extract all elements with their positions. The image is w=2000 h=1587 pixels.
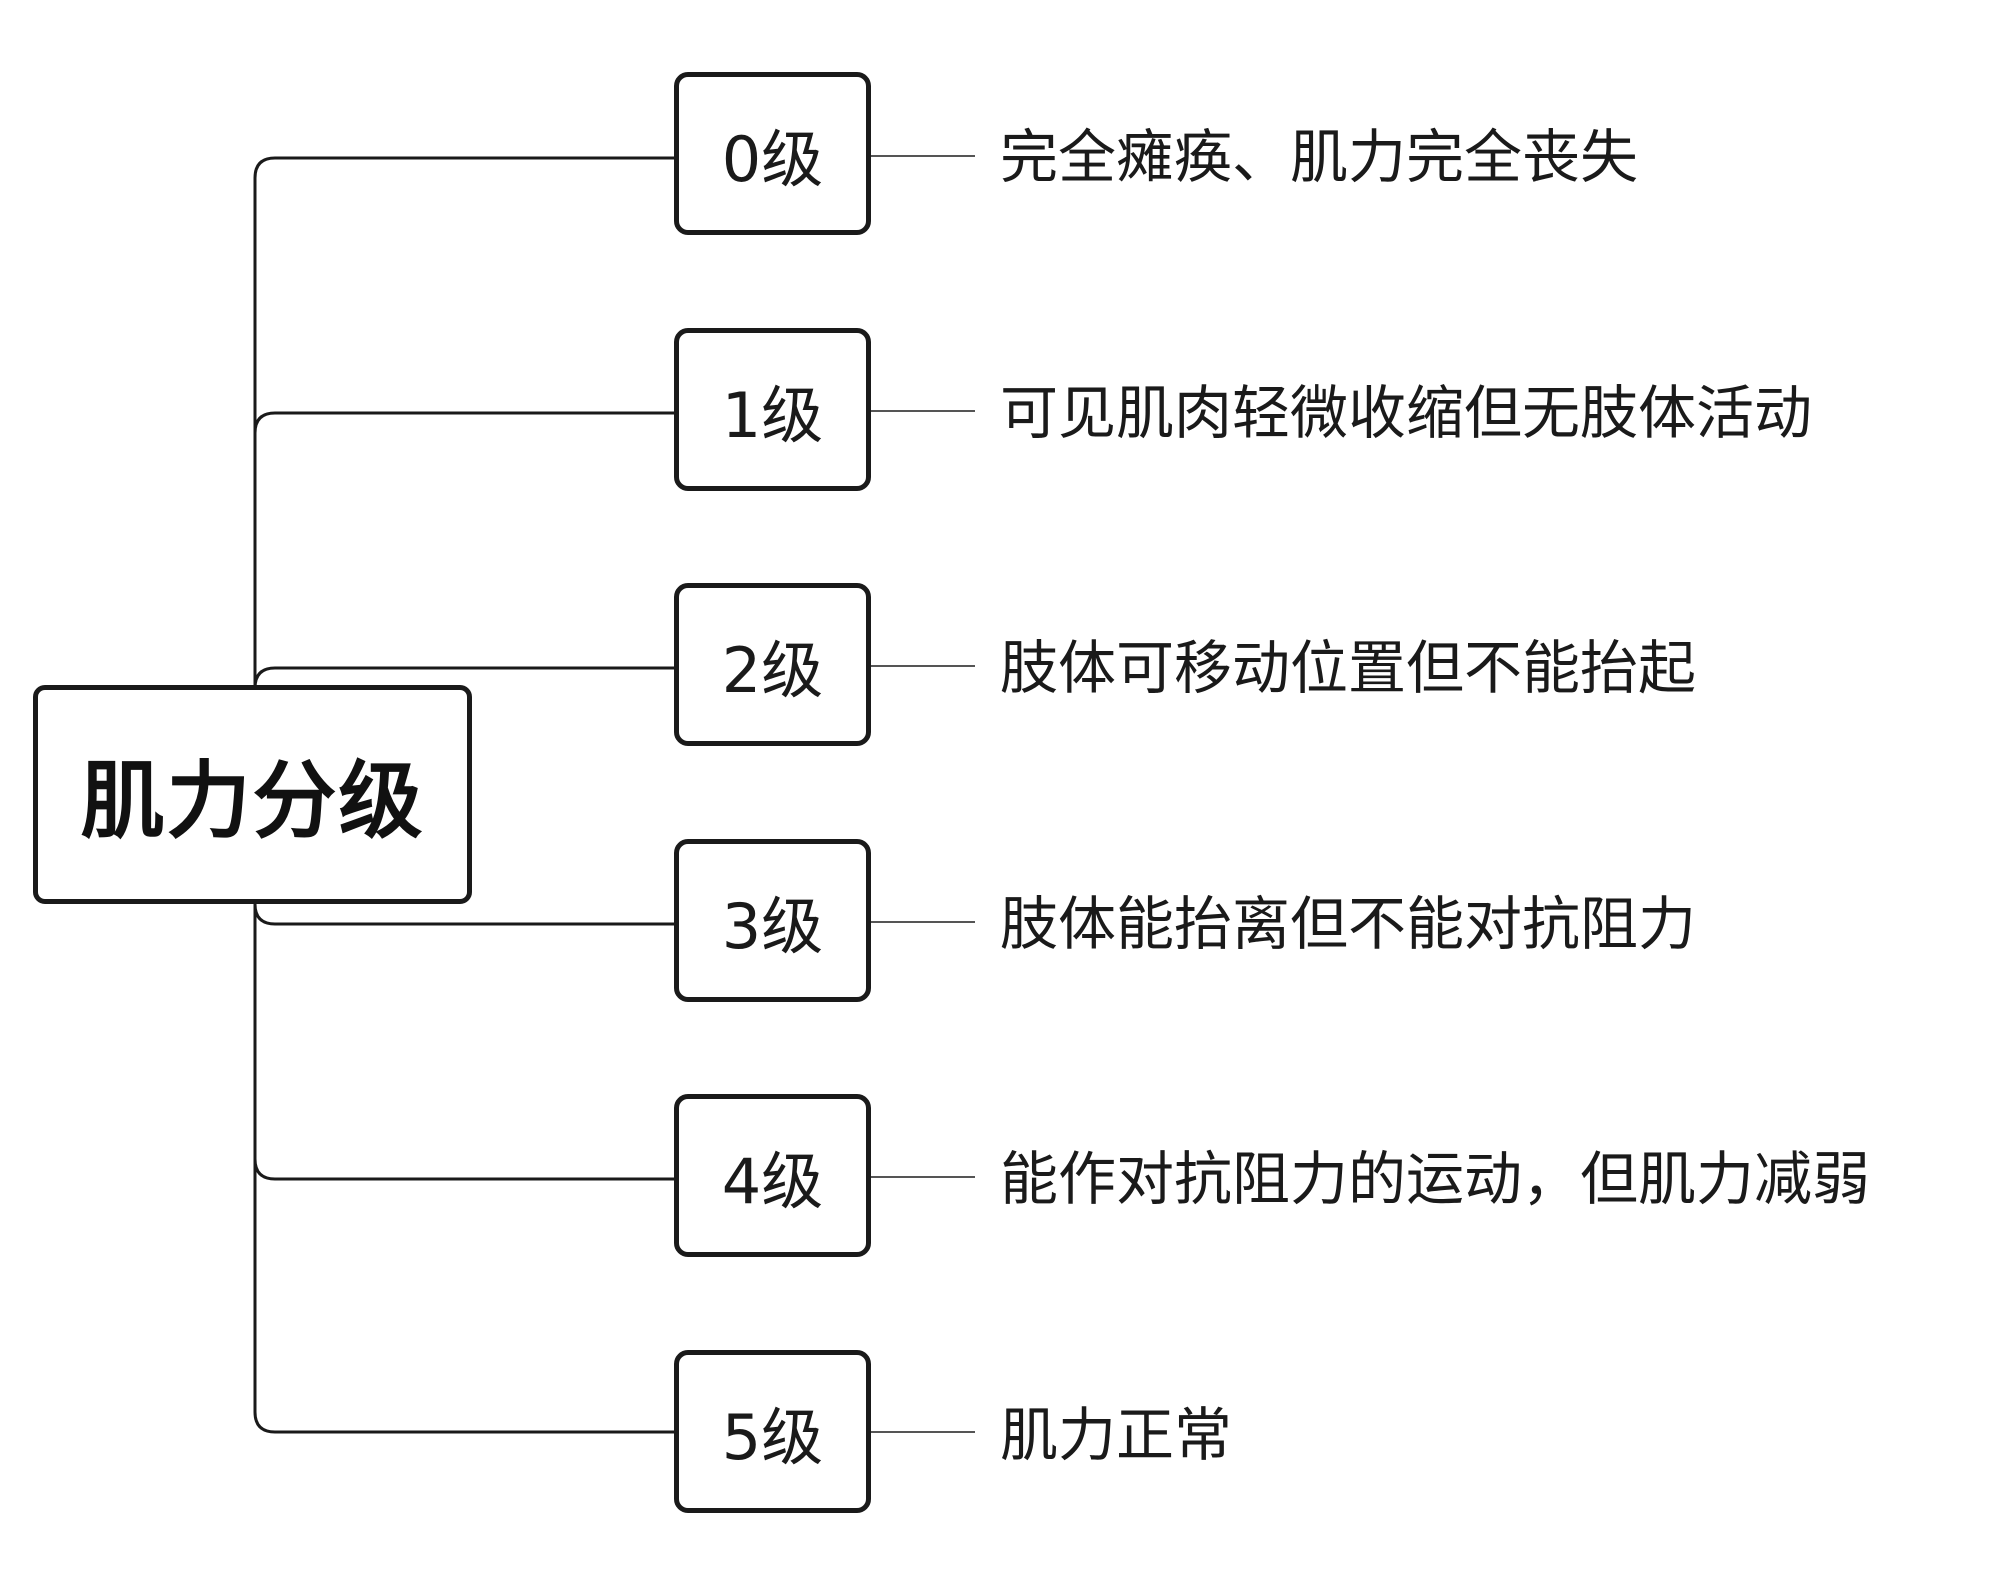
level-label: 5级 [721,1400,824,1474]
level-node-0: 0级 [674,72,871,235]
level-description: 肢体可移动位置但不能抬起 [1000,634,1697,702]
level-node-1: 1级 [674,328,871,491]
branch-line-1 [253,411,676,434]
level-label: 2级 [721,633,824,707]
branch-line-3 [253,903,676,926]
level-description: 完全瘫痪、肌力完全丧失 [1000,123,1639,191]
level-description: 肌力正常 [1000,1401,1233,1469]
level-description: 能作对抗阻力的运动，但肌力减弱 [1000,1145,1871,1213]
level-label: 1级 [721,378,824,452]
level-node-2: 2级 [674,583,871,746]
level-description: 可见肌肉轻微收缩但无肢体活动 [1000,379,1813,447]
level-node-5: 5级 [674,1350,871,1513]
level-label: 0级 [721,122,824,196]
branch-line-4 [253,1158,676,1181]
level-description: 肢体能抬离但不能对抗阻力 [1000,890,1697,958]
branch-line-2 [253,666,676,689]
level-node-3: 3级 [674,839,871,1002]
level-label: 3级 [721,889,824,963]
level-label: 4级 [721,1144,824,1218]
level-node-4: 4级 [674,1094,871,1257]
root-title: 肌力分级 [80,752,425,850]
root-node: 肌力分级 [33,685,472,904]
